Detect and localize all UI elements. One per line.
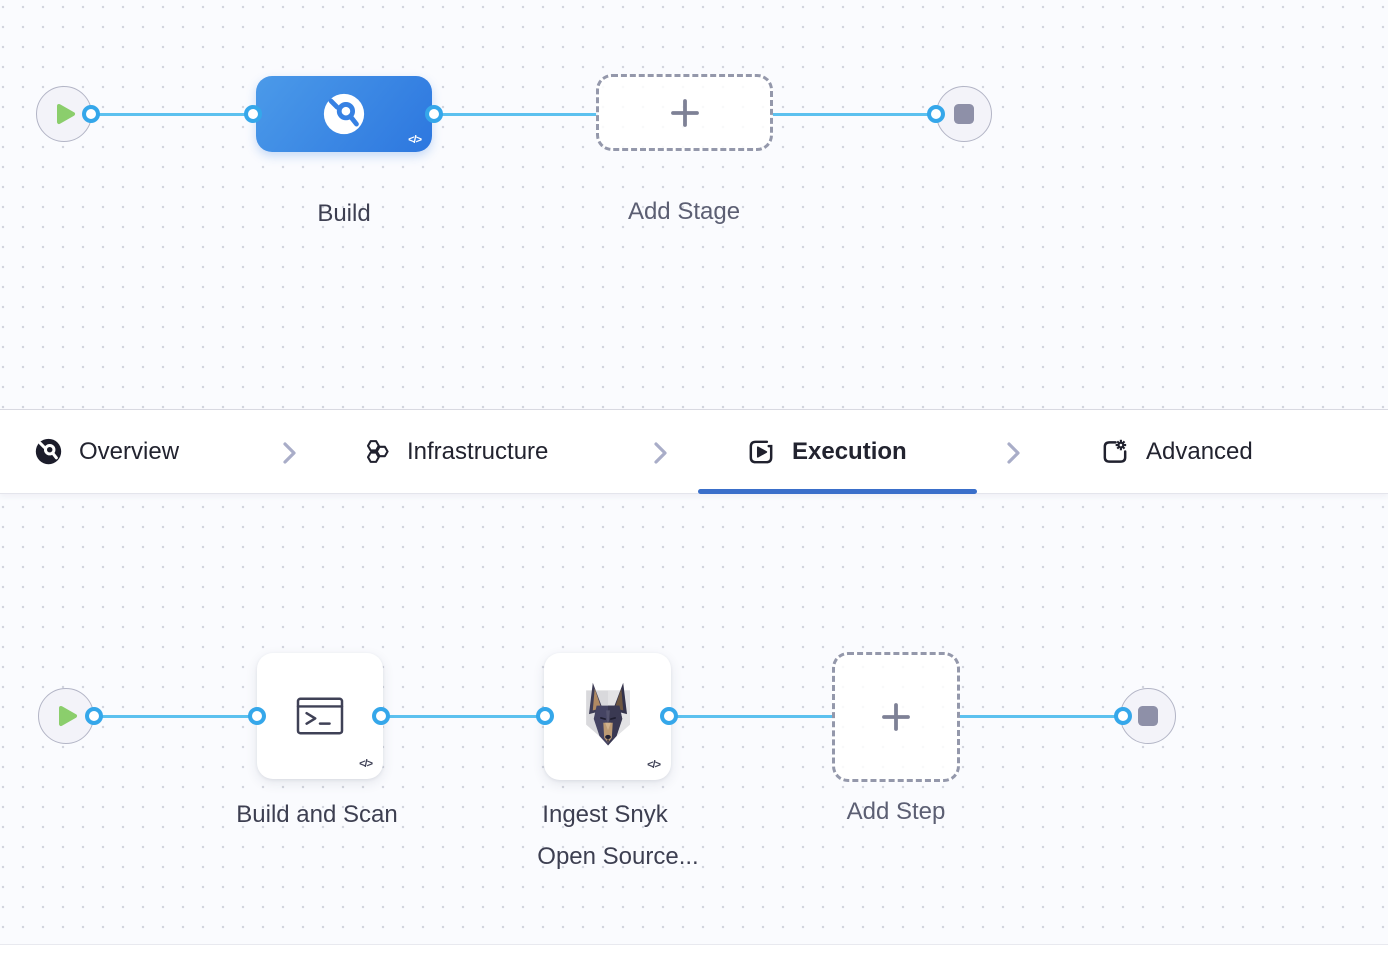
ci-overview-icon [35,438,62,465]
connector-line [667,715,834,718]
tab-label: Advanced [1146,437,1253,465]
step-label-line2: Open Source... [537,843,699,870]
connector-line [958,715,1125,718]
play-icon [57,104,75,124]
execution-play-icon [749,440,773,463]
step-node-ingest-snyk[interactable]: </> [544,653,671,780]
chevron-right-icon [283,442,296,464]
hexagons-icon [366,440,389,463]
tab-execution[interactable]: Execution [746,410,907,493]
connector-dot [1114,707,1132,725]
add-step-label: Add Step [846,798,946,825]
stage-node-build[interactable]: </> [256,76,432,152]
stop-icon [954,104,974,124]
connector-line [91,113,255,116]
tab-label: Infrastructure [407,437,549,465]
add-stage-label: Add Stage [627,198,741,225]
plus-icon [882,703,910,731]
connector-dot [244,105,262,123]
add-step-button[interactable] [832,652,960,782]
step-label-line1: Ingest Snyk [542,801,668,828]
tab-label: Execution [792,437,907,465]
stage-node-label: Build [317,200,371,227]
tab-advanced[interactable]: Advanced [1100,410,1253,493]
connector-dot [248,707,266,725]
bottom-panel-edge [0,944,1388,954]
tab-infrastructure[interactable]: Infrastructure [362,410,548,493]
stage-tab-bar: Overview Infrastructure Execution [0,409,1388,494]
code-view-badge[interactable]: </> [408,134,422,146]
connector-dot [660,707,678,725]
connector-dot [85,707,103,725]
active-tab-underline [698,489,977,494]
step-label: Build and Scan [236,801,398,828]
plus-icon [670,98,699,127]
connector-dot [536,707,554,725]
ci-build-icon [323,93,365,135]
play-icon [59,706,77,726]
chevron-right-icon [1007,442,1020,464]
connector-line [432,113,598,116]
connector-dot [372,707,390,725]
connector-dot [82,105,100,123]
tab-label: Overview [79,437,180,465]
connector-dot [927,105,945,123]
snyk-doberman-icon [585,682,630,745]
code-view-badge[interactable]: </> [647,759,661,771]
stop-icon [1138,706,1158,726]
advanced-gear-icon [1103,439,1127,463]
connector-dot [425,105,443,123]
code-view-badge[interactable]: </> [359,758,373,770]
connector-line [94,715,259,718]
chevron-right-icon [654,442,667,464]
connector-line [379,715,547,718]
add-stage-button[interactable] [596,74,773,151]
execution-start-node [38,688,94,744]
step-node-build-and-scan[interactable]: </> [257,653,383,779]
tab-overview[interactable]: Overview [34,410,179,493]
run-step-terminal-icon [296,697,344,735]
connector-line [771,113,938,116]
